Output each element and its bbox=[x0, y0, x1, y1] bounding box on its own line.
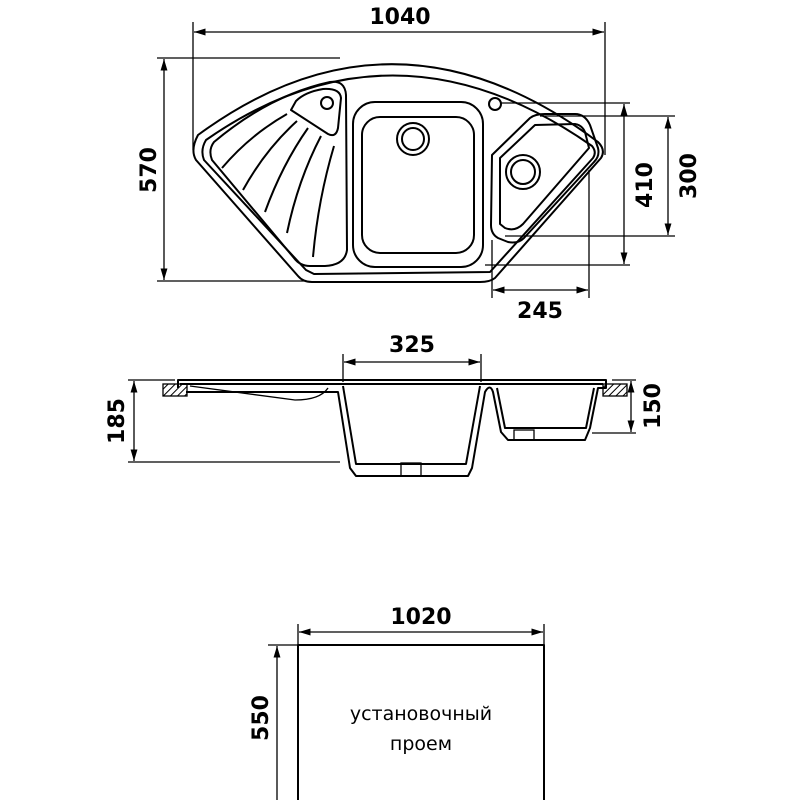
dim-label-300: 300 bbox=[677, 153, 702, 199]
dimension-width-1040: 1040 bbox=[192, 5, 606, 155]
drainer-profile bbox=[189, 385, 329, 401]
sink-inner-outline bbox=[201, 74, 596, 275]
dimension-height-185: 185 bbox=[105, 379, 340, 463]
dim-label-325: 325 bbox=[389, 333, 435, 358]
cutout-label-line1: установочный bbox=[350, 703, 492, 725]
drainer-area bbox=[209, 80, 348, 267]
drainer-drain-hole bbox=[320, 96, 334, 110]
dimension-small-bowl-245: 245 bbox=[491, 170, 590, 324]
dimension-bowl-depth-410: 410 bbox=[485, 102, 658, 266]
small-bowl-drain-outlet bbox=[513, 429, 535, 441]
dim-label-245: 245 bbox=[517, 299, 563, 324]
small-bowl-outer bbox=[490, 113, 600, 244]
countertop-right-hatch bbox=[602, 383, 628, 397]
cutout-view: 1020 550 установочный проем bbox=[249, 605, 545, 800]
countertop-left-hatch bbox=[162, 383, 188, 397]
main-bowl-inner bbox=[361, 116, 475, 254]
small-bowl-drain-inner bbox=[510, 159, 536, 185]
drainer-small-basin bbox=[290, 87, 342, 137]
top-view: 1040 570 410 300 245 bbox=[137, 5, 702, 324]
dim-label-570: 570 bbox=[137, 147, 162, 193]
small-bowl-inner bbox=[499, 123, 590, 231]
dimension-cutout-height-550: 550 bbox=[249, 644, 298, 800]
dimension-cutout-width-1020: 1020 bbox=[297, 605, 545, 645]
side-view: 325 185 150 bbox=[105, 333, 666, 477]
dim-label-1040: 1040 bbox=[369, 5, 430, 30]
main-bowl-drain-outlet bbox=[400, 462, 422, 477]
cutout-rectangle bbox=[297, 644, 545, 800]
dim-label-1020: 1020 bbox=[390, 605, 451, 630]
dimension-small-bowl-height-150: 150 bbox=[592, 379, 666, 434]
sink-section-outer bbox=[177, 379, 607, 477]
dimension-small-bowl-300: 300 bbox=[505, 115, 702, 237]
dim-label-550: 550 bbox=[249, 695, 274, 741]
sink-outer-outline bbox=[192, 63, 604, 283]
dimension-depth-570: 570 bbox=[137, 57, 340, 282]
dim-label-150: 150 bbox=[641, 383, 666, 429]
main-bowl-outer bbox=[352, 101, 484, 268]
tap-hole bbox=[488, 97, 502, 111]
small-bowl-drain-outer bbox=[505, 154, 541, 190]
drainer-ribs bbox=[221, 113, 335, 258]
dim-label-185: 185 bbox=[105, 398, 130, 444]
dim-label-410: 410 bbox=[633, 162, 658, 208]
cutout-label-line2: проем bbox=[390, 733, 452, 755]
main-bowl-drain-outer bbox=[396, 122, 430, 156]
dimension-bowl-width-325: 325 bbox=[342, 333, 482, 382]
sink-section-inner bbox=[180, 383, 603, 465]
main-bowl-drain-inner bbox=[401, 127, 425, 151]
